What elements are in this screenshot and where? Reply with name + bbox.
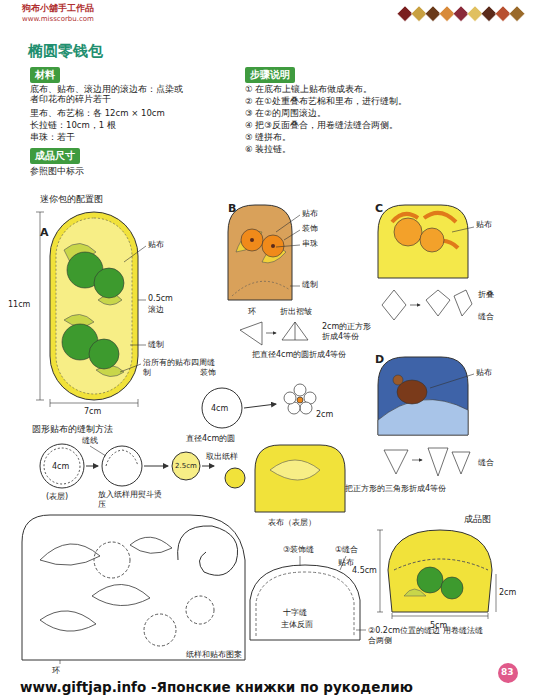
part-label: 串珠 <box>302 239 318 249</box>
part-label: 成品图 <box>464 514 491 524</box>
part-label: 把正方形的三角形折成4等份 <box>345 484 470 494</box>
part-label: 圆形贴布的缝制方法 <box>32 424 113 434</box>
part-label: 7cm <box>84 407 101 417</box>
part-label: 4cm <box>52 462 69 472</box>
part-label: 主体反面 <box>280 620 314 630</box>
part-label: 贴布 <box>338 558 354 568</box>
part-label: ②0.2cm位置的缝边 用卷缝法缝合两侧 <box>368 626 486 645</box>
part-label: 11cm <box>8 300 30 310</box>
part-label: 2cm <box>499 588 516 598</box>
part-label: 把直径4cm的圆折成4等份 <box>252 350 346 360</box>
material-text: 里布、布艺棉：各 12cm × 10cm <box>30 108 165 118</box>
part-label: 环 <box>248 307 256 317</box>
part-label: D <box>375 353 384 366</box>
material-text: 底布、贴布、滚边用的滚边布：点染或者印花布的碎片若干 <box>30 84 190 104</box>
part-label: 放入纸样用熨斗烫压 <box>98 490 164 509</box>
material-text: 长拉链：10cm，1 根 <box>30 120 116 130</box>
part-label: 缝合 <box>478 458 494 468</box>
part-label: C <box>375 202 383 215</box>
step-text: ③ 在②的周围滚边。 <box>245 108 326 118</box>
part-label: 纸样和贴布图案 <box>186 650 242 660</box>
part-label: www.giftjap.info -Японские книжки по рук… <box>20 679 413 695</box>
part-label: 迷你包的配置图 <box>40 194 103 204</box>
part-label: 装饰 <box>200 368 216 378</box>
part-label: 4.5cm <box>352 566 377 576</box>
part-label: 十字缝 <box>282 608 308 618</box>
section-header: 步骤说明 <box>245 67 295 83</box>
part-label: 2cm <box>316 410 333 420</box>
step-text: ① 在底布上镶上贴布做成表布。 <box>245 84 372 94</box>
part-label: 贴布 <box>148 240 164 250</box>
step-text: ⑥ 装拉链。 <box>245 144 291 154</box>
part-label: 4cm <box>211 404 228 414</box>
watermark: www.misscorbu.com <box>22 15 94 23</box>
part-label: 贴布 <box>476 368 492 378</box>
part-label: 表布（表层） <box>268 518 316 528</box>
part-label: 直径4cm的圆 <box>186 434 235 444</box>
part-label: 缝线 <box>82 436 98 446</box>
part-label: 折叠 <box>478 290 494 300</box>
part-label: 2.5cm <box>175 462 197 470</box>
part-label: 83 <box>501 667 514 678</box>
step-text: ⑤ 缝拼布。 <box>245 132 291 142</box>
part-label: 滚边 <box>148 305 164 315</box>
part-label: 贴布 <box>476 220 492 230</box>
material-text: 串珠：若干 <box>30 132 75 142</box>
part-label: 缝制 <box>148 340 164 350</box>
part-label: ①缝合 <box>335 545 358 555</box>
part-label: 折出褶皱 <box>280 307 312 317</box>
part-label: B <box>228 202 236 215</box>
part-label: 贴布 <box>302 209 318 219</box>
part-label: A <box>40 226 49 239</box>
header-text: 步骤说明 <box>250 68 290 82</box>
header-text: 成品尺寸 <box>35 149 75 163</box>
part-label: 缝合 <box>478 312 494 322</box>
part-label: 2cm的正方形折成4等份 <box>322 322 378 341</box>
size-text: 参照图中标示 <box>30 166 84 176</box>
step-text: ④ 把③反面叠合，用卷缝法缝合两侧。 <box>245 120 398 130</box>
part-label: 环 <box>52 666 60 676</box>
page-title: 椭圆零钱包 <box>28 42 103 60</box>
header-text: 材料 <box>35 68 55 82</box>
part-label: 装饰 <box>302 224 318 234</box>
part-label: 取出纸样 <box>206 452 238 462</box>
section-header: 成品尺寸 <box>30 148 80 164</box>
step-text: ② 在①处重叠布艺棉和里布，进行缝制。 <box>245 96 407 106</box>
section-header: 材料 <box>30 67 60 83</box>
part-label: 0.5cm <box>148 294 173 304</box>
part-label: 缝制 <box>302 280 318 290</box>
part-label: ③装饰缝 <box>283 545 314 555</box>
watermark: 狗布小舖手工作品 <box>22 3 94 14</box>
part-label: (表层) <box>46 492 68 502</box>
